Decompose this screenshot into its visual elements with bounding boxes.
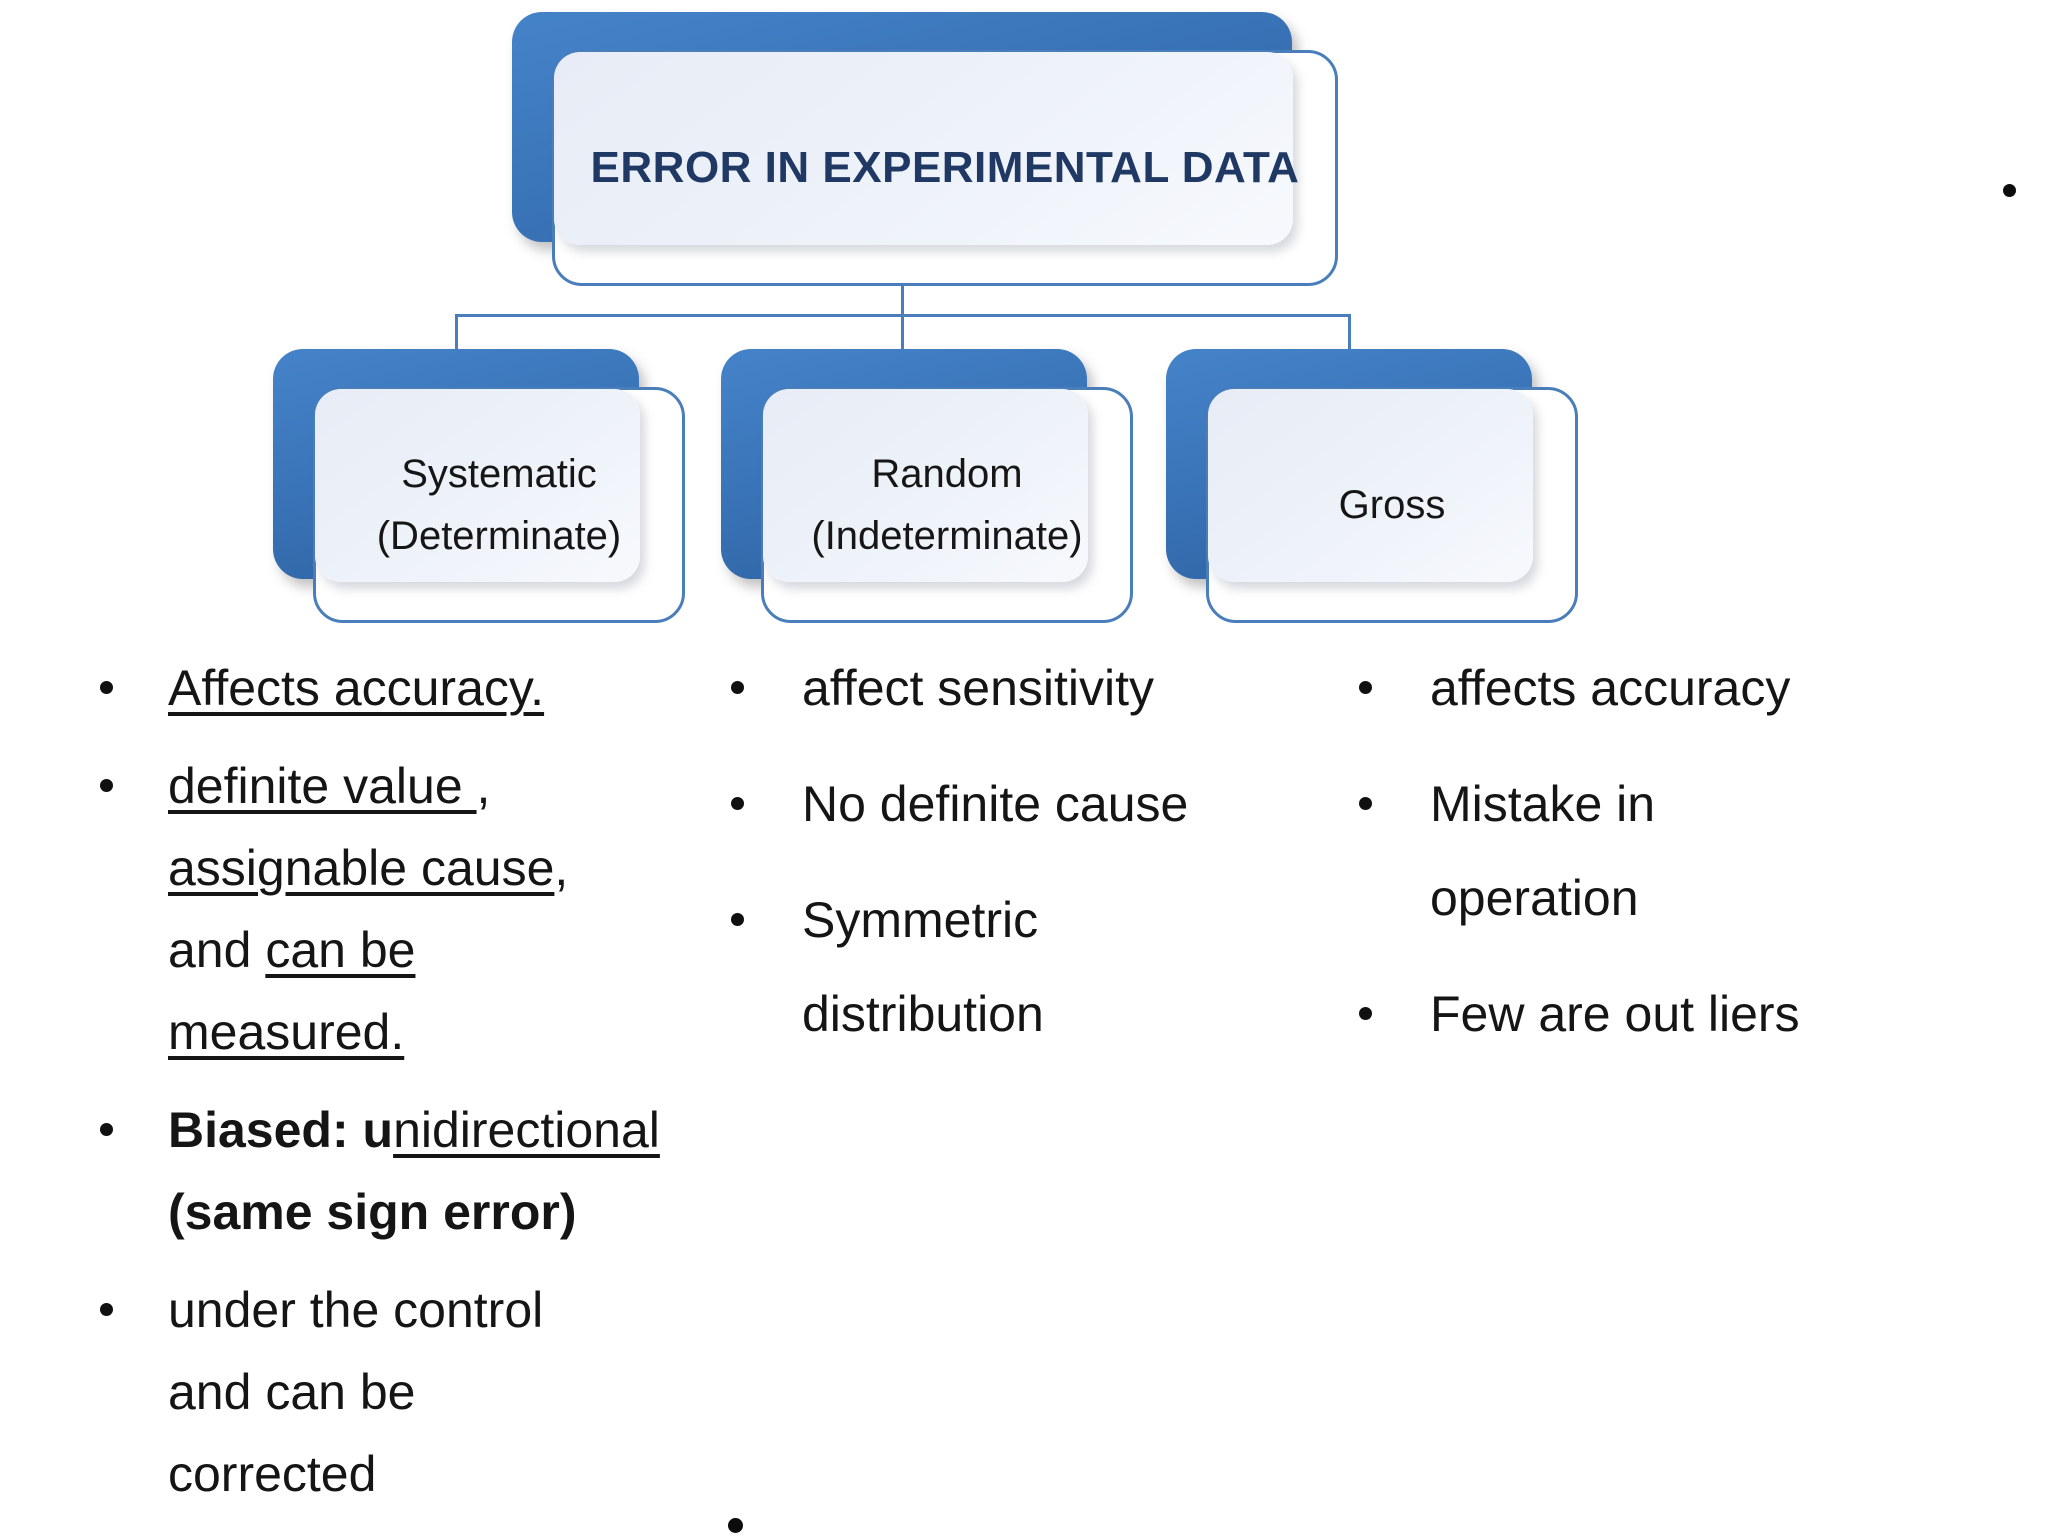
bullet-text-line: affect sensitivity (802, 641, 1311, 735)
text-segment: definite value (168, 758, 477, 814)
node-systematic-fill-panel (315, 389, 640, 582)
node-gross-label: Gross (1339, 474, 1446, 536)
bullet-dot-icon (1359, 1007, 1372, 1020)
bullet-text: No definite cause (802, 757, 1311, 851)
text-segment: under the control (168, 1282, 544, 1338)
bullet-text-line: Few are out liers (1430, 967, 1999, 1061)
bullet-dot-icon (100, 779, 113, 792)
bullet-dot-icon (100, 1303, 113, 1316)
text-segment: assignable cause (168, 840, 555, 896)
connector-horizontal (455, 314, 1351, 317)
text-segment: nidirectional (393, 1102, 660, 1158)
text-segment: and can be (168, 1364, 416, 1420)
text-segment: Few are out liers (1430, 986, 1800, 1042)
bullet-dot-icon (1359, 797, 1372, 810)
node-root-box: ERROR IN EXPERIMENTAL DATA (552, 50, 1338, 286)
text-segment: and (168, 922, 266, 978)
node-label-line: Gross (1338, 483, 1446, 527)
node-systematic-box: Systematic (Determinate) (313, 387, 685, 623)
bullet-text-line: measured. (168, 991, 720, 1073)
text-segment: Mistake in (1430, 776, 1656, 832)
bullet-text-line: operation (1430, 851, 1999, 945)
diagram-title: ERROR IN EXPERIMENTAL DATA (590, 143, 1300, 192)
bullet-text: definite value ,assignable cause,and can… (168, 745, 720, 1073)
bullet-dot-icon (100, 681, 113, 694)
bullet-column-systematic: Affects accuracy.definite value ,assigna… (100, 647, 720, 1531)
text-segment: Biased: u (168, 1102, 394, 1158)
bullet-text: affect sensitivity (802, 641, 1311, 735)
bullet-item: Affects accuracy. (100, 647, 720, 729)
text-segment: Affects accuracy. (168, 660, 545, 716)
node-gross-box: Gross (1206, 387, 1578, 623)
bullet-text-line: corrected (168, 1433, 720, 1515)
node-gross-fill-panel (1208, 389, 1533, 582)
text-segment: corrected (168, 1446, 377, 1502)
bullet-text: affects accuracy (1430, 641, 1999, 735)
bullet-item: No definite cause (731, 757, 1311, 851)
connector-drop-left (455, 314, 458, 352)
text-segment: can be (265, 922, 416, 978)
bullet-dot-icon (731, 681, 744, 694)
bullet-text-line: (same sign error) (168, 1171, 720, 1253)
bullet-text: under the control and can be corrected (168, 1269, 720, 1515)
bullet-item: under the control and can be corrected (100, 1269, 720, 1515)
bullet-text-line: No definite cause (802, 757, 1311, 851)
text-segment: affects accuracy (1430, 660, 1791, 716)
bullet-text-line: Symmetric (802, 873, 1311, 967)
bullet-text-line: assignable cause, (168, 827, 720, 909)
bullet-text-line: Mistake in (1430, 757, 1999, 851)
node-label-line: Random (871, 452, 1023, 496)
node-systematic-label: Systematic (Determinate) (377, 443, 622, 567)
text-segment: distribution (802, 986, 1044, 1042)
text-segment: Symmetric (802, 892, 1039, 948)
bullet-text-line: Biased: unidirectional (168, 1089, 720, 1171)
bullet-text: Few are out liers (1430, 967, 1999, 1061)
bullet-text-line: and can be (168, 909, 720, 991)
text-segment: (same sign error) (168, 1184, 577, 1240)
bullet-text: Symmetric distribution (802, 873, 1311, 1061)
bullet-item: affect sensitivity (731, 641, 1311, 735)
stray-bullet-dot-bottom (728, 1518, 743, 1533)
text-segment: measured. (168, 1004, 405, 1060)
bullet-item: Biased: unidirectional (same sign error) (100, 1089, 720, 1253)
text-segment: affect sensitivity (802, 660, 1155, 716)
bullet-text: Biased: unidirectional (same sign error) (168, 1089, 720, 1253)
bullet-text-line: distribution (802, 967, 1311, 1061)
bullet-item: affects accuracy (1359, 641, 1999, 735)
node-root-fill-panel (554, 52, 1293, 245)
bullet-item: Symmetric distribution (731, 873, 1311, 1061)
node-label-line: (Determinate) (376, 514, 622, 558)
text-segment: No definite cause (802, 776, 1189, 832)
bullet-text-line: under the control (168, 1269, 720, 1351)
bullet-dot-icon (731, 913, 744, 926)
node-label-line: (Indeterminate) (811, 514, 1083, 558)
text-segment: , (476, 758, 491, 814)
node-label-line: Systematic (401, 452, 597, 496)
bullet-item: definite value ,assignable cause,and can… (100, 745, 720, 1073)
stray-bullet-dot-top-right (2003, 184, 2016, 197)
node-random-box: Random (Indeterminate) (761, 387, 1133, 623)
bullet-text-line: Affects accuracy. (168, 647, 720, 729)
bullet-text-line: and can be (168, 1351, 720, 1433)
bullet-text: Affects accuracy. (168, 647, 720, 729)
bullet-item: Few are out liers (1359, 967, 1999, 1061)
node-random-fill-panel (763, 389, 1088, 582)
bullet-item: Mistake in operation (1359, 757, 1999, 945)
bullet-dot-icon (100, 1123, 113, 1136)
bullet-text-line: affects accuracy (1430, 641, 1999, 735)
text-segment: , (554, 840, 569, 896)
bullet-text-line: definite value , (168, 745, 720, 827)
bullet-dot-icon (1359, 681, 1372, 694)
bullet-text: Mistake in operation (1430, 757, 1999, 945)
bullet-dot-icon (731, 797, 744, 810)
connector-drop-right (1348, 314, 1351, 352)
node-random-label: Random (Indeterminate) (811, 443, 1082, 567)
text-segment: operation (1430, 870, 1639, 926)
